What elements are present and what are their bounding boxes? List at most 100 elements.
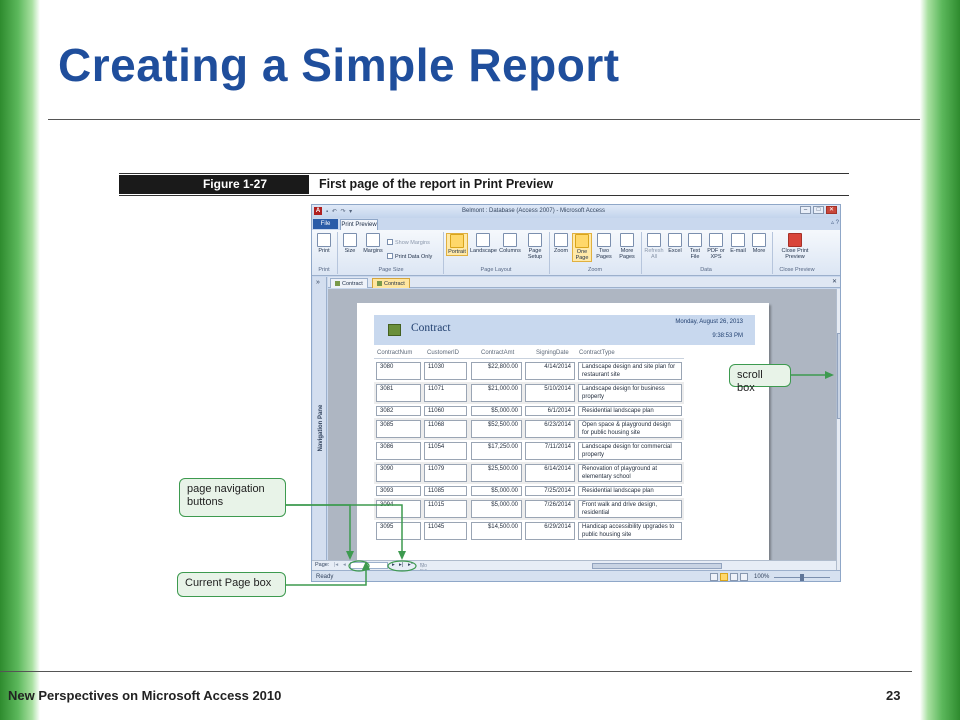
printer-icon — [317, 233, 331, 247]
columns-button[interactable]: Columns — [498, 233, 522, 254]
print-preview-view-icon[interactable] — [720, 573, 728, 581]
refresh-icon — [647, 233, 661, 247]
size-button[interactable]: Size — [341, 233, 359, 254]
table-cell: 7/26/2014 — [525, 500, 575, 518]
table-cell: $5,000.00 — [471, 486, 522, 496]
more-pages-button[interactable]: More Pages — [616, 233, 638, 260]
access-app-icon[interactable]: A — [314, 207, 322, 215]
table-cell: $5,000.00 — [471, 406, 522, 416]
maximize-button[interactable]: □ — [813, 206, 824, 214]
current-page-box[interactable] — [350, 562, 388, 569]
view-icon[interactable] — [740, 573, 748, 581]
table-cell: 11068 — [424, 420, 467, 438]
view-icon[interactable] — [730, 573, 738, 581]
slide-title: Creating a Simple Report — [58, 39, 620, 91]
print-button[interactable]: Print — [315, 233, 333, 254]
minimize-button[interactable]: – — [800, 206, 811, 214]
horizontal-scroll-thumb[interactable] — [592, 563, 722, 569]
callout-scroll-box: scroll box — [729, 364, 791, 394]
last-page-button[interactable]: ▸| — [399, 562, 404, 568]
vertical-scrollbar[interactable] — [836, 289, 840, 570]
table-cell: Residential landscape plan — [578, 406, 682, 416]
first-page-button[interactable]: |◂ — [334, 562, 339, 568]
callout-page-navigation: page navigation buttons — [179, 478, 286, 517]
filter-icon: ▽ — [420, 563, 425, 569]
two-pages-button[interactable]: Two Pages — [594, 233, 614, 260]
more-button[interactable]: More — [750, 233, 768, 254]
page-setup-icon — [528, 233, 542, 247]
table-cell: 11079 — [424, 464, 467, 482]
next-page-button[interactable]: ▸ — [392, 562, 395, 568]
group-label-print: Print — [318, 267, 330, 273]
margins-icon — [366, 233, 380, 247]
excel-button[interactable]: Excel — [666, 233, 684, 254]
navigation-pane[interactable]: » Navigation Pane — [313, 277, 327, 569]
table-cell: 7/25/2014 — [525, 486, 575, 496]
group-label-zoom: Zoom — [587, 267, 603, 273]
help-icon[interactable]: ▵ ? — [830, 220, 839, 226]
table-cell: 5/10/2014 — [525, 384, 575, 402]
tab-print-preview[interactable]: Print Preview — [340, 219, 378, 230]
landscape-button[interactable]: Landscape — [470, 233, 497, 254]
table-cell: Landscape design and site plan for resta… — [578, 362, 682, 380]
show-margins-checkbox[interactable]: Show Margins — [387, 239, 430, 246]
zoom-button[interactable]: Zoom — [552, 233, 570, 254]
excel-icon — [668, 233, 682, 247]
report-header: Contract Monday, August 26, 2013 9:38:53… — [374, 315, 755, 345]
table-cell: 4/14/2014 — [525, 362, 575, 380]
table-cell: 6/14/2014 — [525, 464, 575, 482]
navigation-pane-label: Navigation Pane — [318, 404, 324, 452]
previous-page-button[interactable]: ◂ — [343, 562, 346, 568]
text-file-button[interactable]: Text File — [686, 233, 704, 260]
table-cell: Landscape design for commercial property — [578, 442, 682, 460]
page-setup-button[interactable]: Page Setup — [524, 233, 546, 260]
table-cell: 3094 — [376, 500, 421, 518]
columns-icon — [503, 233, 517, 247]
table-cell: $21,000.00 — [471, 384, 522, 402]
window-title: Belmont : Database (Access 2007) - Micro… — [462, 208, 606, 214]
email-button[interactable]: E-mail — [728, 233, 748, 254]
table-cell: Open space & playground design for publi… — [578, 420, 682, 438]
close-window-button[interactable]: ✕ — [826, 206, 837, 214]
table-cell: Renovation of playground at elementary s… — [578, 464, 682, 482]
new-page-button[interactable]: ▸* — [408, 562, 413, 568]
more-pages-icon — [620, 233, 634, 247]
table-cell: 6/1/2014 — [525, 406, 575, 416]
quick-access-toolbar[interactable]: ▪ ↶ ↷ ▾ — [326, 209, 354, 215]
table-cell: 11045 — [424, 522, 467, 540]
table-cell: 3090 — [376, 464, 421, 482]
zoom-slider-thumb[interactable] — [800, 574, 804, 581]
scroll-box[interactable] — [837, 333, 840, 419]
doc-tab-contract-report[interactable]: Contract — [372, 278, 410, 288]
print-data-only-checkbox[interactable]: Print Data Only — [387, 253, 432, 260]
view-icon[interactable] — [710, 573, 718, 581]
tab-file[interactable]: File — [313, 219, 338, 229]
portrait-icon — [450, 234, 464, 248]
table-cell: 3093 — [376, 486, 421, 496]
refresh-all-button[interactable]: Refresh All — [644, 233, 664, 260]
column-header: SigningDate — [536, 350, 569, 356]
print-preview-area[interactable]: Contract Monday, August 26, 2013 9:38:53… — [328, 289, 836, 570]
table-cell: Residential landscape plan — [578, 486, 682, 496]
portrait-button[interactable]: Portrait — [446, 233, 468, 256]
group-separator — [443, 232, 444, 274]
landscape-icon — [476, 233, 490, 247]
chevron-right-icon[interactable]: » — [316, 279, 320, 286]
table-cell: $25,500.00 — [471, 464, 522, 482]
report-time: 9:38:53 PM — [712, 333, 743, 339]
one-page-button[interactable]: One Page — [572, 233, 592, 262]
table-cell: 11054 — [424, 442, 467, 460]
pdf-xps-button[interactable]: PDF or XPS — [706, 233, 726, 260]
zoom-level: 100% — [754, 574, 770, 580]
doc-tab-contract-table[interactable]: Contract — [330, 278, 368, 288]
close-print-preview-button[interactable]: Close Print Preview — [776, 233, 814, 260]
margins-button[interactable]: Margins — [362, 233, 384, 254]
horizontal-scrollbar[interactable] — [552, 560, 836, 570]
close-document-icon[interactable]: ✕ — [831, 279, 837, 285]
table-cell: 3080 — [376, 362, 421, 380]
callout-current-page: Current Page box — [177, 572, 286, 597]
